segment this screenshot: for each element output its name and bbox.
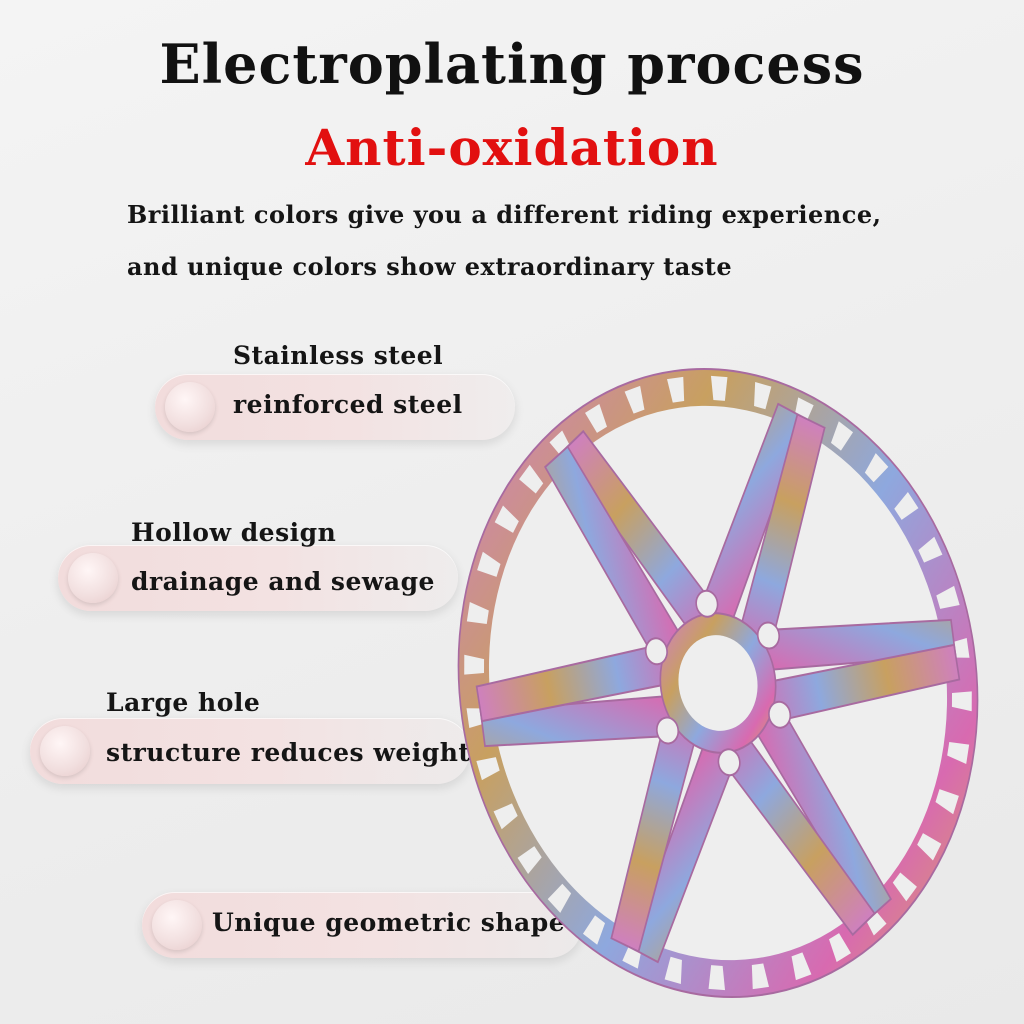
page-title: Electroplating process: [159, 32, 865, 96]
feature-pill-3: [30, 718, 470, 784]
feature-1-line-2: reinforced steel: [233, 390, 463, 419]
feature-pill-4: [142, 892, 582, 958]
rotor-spokes: [467, 402, 969, 967]
description-line-2: and unique colors show extraordinary tas…: [127, 252, 733, 281]
feature-1-line-1: Stainless steel: [233, 341, 444, 370]
pill-knob: [165, 382, 215, 432]
feature-3-line-2: structure reduces weight: [106, 738, 471, 767]
pill-knob: [152, 900, 202, 950]
page-subtitle: Anti-oxidation: [305, 118, 719, 177]
feature-pill-2: [58, 545, 458, 611]
feature-pill-1: [155, 374, 515, 440]
rotor-body: [457, 368, 979, 998]
feature-4-line-1: Unique geometric shape: [212, 908, 566, 937]
brake-rotor-image: [457, 368, 979, 998]
pill-knob: [68, 553, 118, 603]
feature-2-line-1: Hollow design: [131, 518, 337, 547]
bolt-holes: [644, 589, 792, 777]
pill-knob: [40, 726, 90, 776]
vent-holes: [464, 375, 972, 991]
description-line-1: Brilliant colors give you a different ri…: [127, 200, 882, 229]
feature-2-line-2: drainage and sewage: [131, 567, 435, 596]
feature-3-line-1: Large hole: [106, 688, 261, 717]
